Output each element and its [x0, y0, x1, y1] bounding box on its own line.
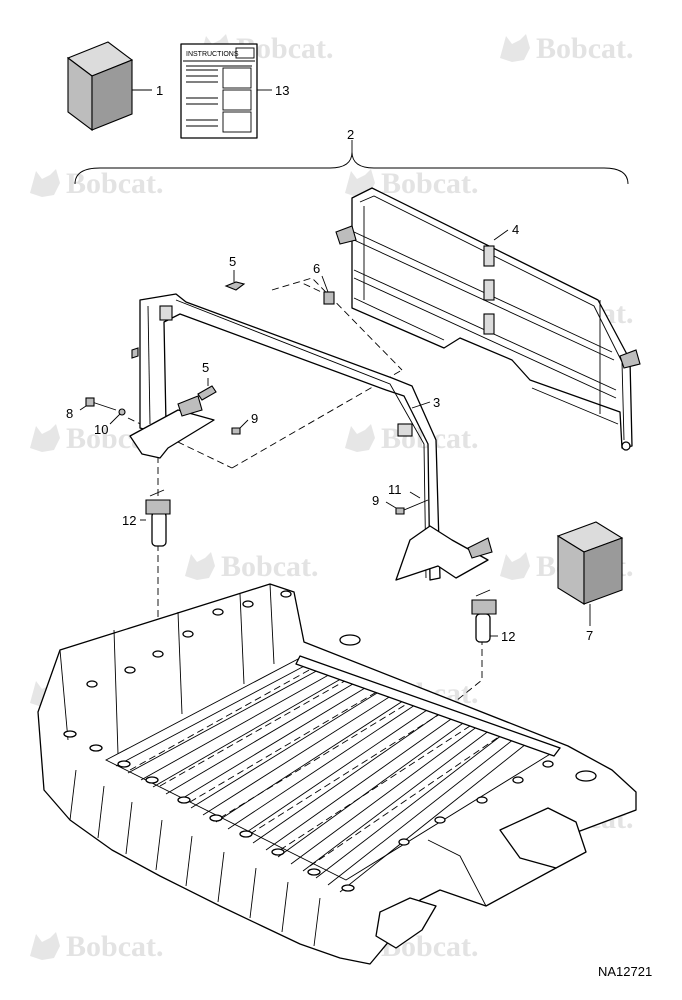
callout-10: 10 [94, 422, 108, 437]
stake-pockets [63, 590, 597, 892]
callout-2: 2 [347, 127, 354, 142]
watermark-text: Bobcat. [66, 167, 164, 200]
part-rear-panel-4: 4 [335, 187, 641, 451]
watermark-text: Bobcat. [66, 930, 164, 963]
part-nut-9-lower: 9 [372, 493, 405, 515]
callout-13: 13 [275, 83, 289, 98]
watermark-text: Bobcat. [381, 167, 479, 200]
part-latch-12-left: 12 [122, 489, 171, 547]
instructions-title: INSTRUCTIONS [186, 51, 239, 58]
watermark-layer: Bobcat. Bobcat. Bobcat. Bobcat. Bobcat. … [30, 32, 634, 963]
drawing-number: NA12721 [598, 964, 652, 979]
watermark-text: Bobcat. [221, 550, 319, 583]
floor-ribs [115, 662, 527, 893]
watermark-text: Bobcat. [536, 32, 634, 65]
callout-4: 4 [512, 222, 519, 237]
callout-11: 11 [388, 482, 402, 497]
part-pin-5-upper: 5 [224, 254, 246, 291]
callout-12-right: 12 [501, 629, 515, 644]
callout-6: 6 [313, 261, 320, 276]
part-instructions-13: INSTRUCTIONS 13 [180, 43, 289, 139]
callout-9-lower: 9 [372, 493, 379, 508]
part-washer-10: 10 [94, 408, 126, 437]
part-bolt-8: 8 [66, 397, 117, 421]
callout-5-lower: 5 [202, 360, 209, 375]
callout-5-upper: 5 [229, 254, 236, 269]
part-bushing-6: 6 [313, 261, 335, 305]
part-box-7: 7 [556, 521, 624, 643]
callout-12-left: 12 [122, 513, 136, 528]
callout-8: 8 [66, 406, 73, 421]
callout-7: 7 [586, 628, 593, 643]
kit-bracket-2: 2 [74, 127, 629, 185]
part-nut-9-upper: 9 [231, 411, 258, 435]
part-pin-5-lower: 5 [197, 360, 217, 401]
callout-9-upper: 9 [251, 411, 258, 426]
part-latch-12-right: 12 [471, 589, 515, 644]
part-box-1: 1 [66, 41, 163, 132]
part-cargo-bed [37, 583, 637, 965]
part-roll-bar-3: 3 [129, 293, 493, 581]
part-washer-11: 11 [388, 482, 429, 511]
callout-3: 3 [433, 395, 440, 410]
front-skirt [69, 769, 321, 947]
floor-slots [129, 663, 501, 867]
callout-1: 1 [156, 83, 163, 98]
